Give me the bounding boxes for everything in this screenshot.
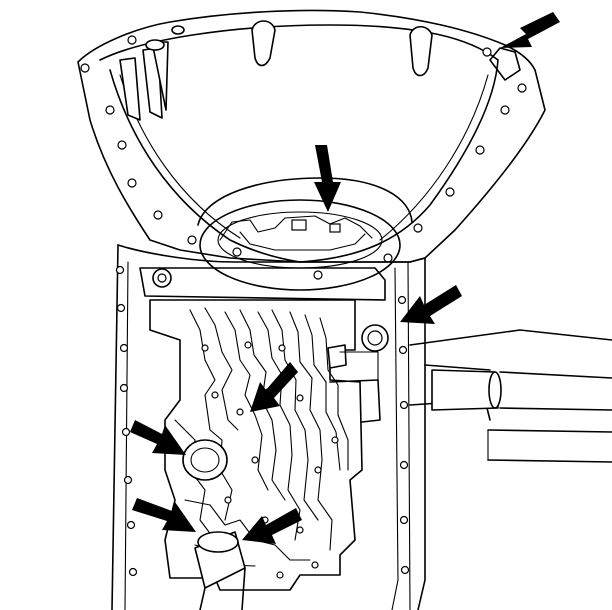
callout-arrow-bottom-left — [132, 498, 196, 532]
callout-arrow-top-center — [314, 145, 341, 212]
pump-bore — [197, 177, 413, 291]
callout-arrow-bottom-center — [242, 508, 302, 544]
valve-body — [149, 299, 381, 610]
output-shaft — [409, 329, 612, 463]
callout-arrow-upper-right — [500, 12, 560, 48]
callout-arrow-left-middle — [130, 420, 186, 455]
callout-arrow-center-valve-body — [250, 362, 298, 412]
callout-arrow-right-middle — [400, 285, 462, 324]
callout-arrows — [130, 12, 560, 544]
transmission-case — [111, 244, 426, 610]
bell-housing — [77, 9, 546, 280]
